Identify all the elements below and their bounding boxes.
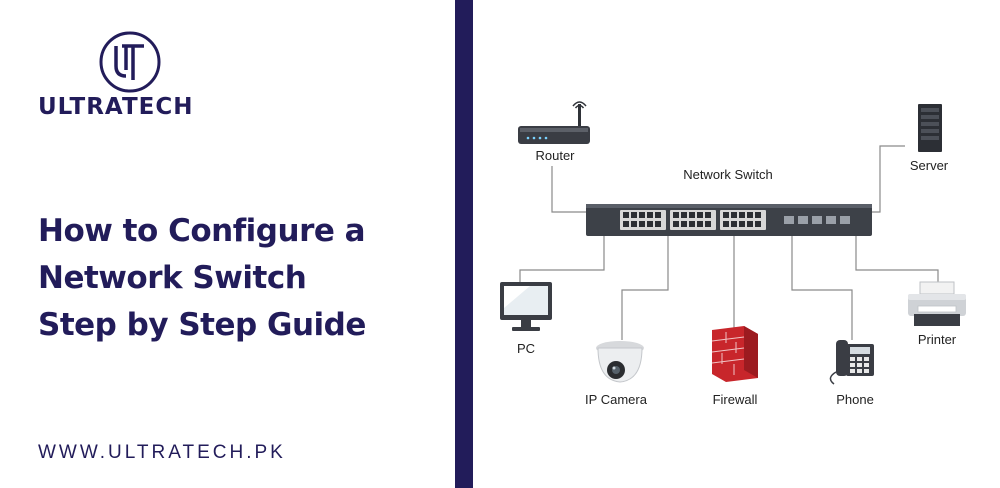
page-title: How to Configure a Network Switch Step b… — [38, 208, 448, 349]
monitor-icon — [500, 282, 552, 331]
line-pc — [519, 236, 605, 282]
dome-camera-icon — [596, 341, 644, 383]
server-label: Server — [910, 158, 949, 173]
desk-phone-icon — [829, 340, 874, 385]
ultratech-logo-icon — [99, 31, 161, 93]
divider-bar — [455, 0, 473, 488]
printer-icon — [908, 281, 966, 326]
printer-label: Printer — [918, 332, 957, 347]
website-link[interactable]: WWW.ULTRATECH.PK — [38, 442, 286, 463]
brand-name: ULTRATECH — [38, 94, 194, 120]
line-router — [551, 166, 586, 213]
firewall-label: Firewall — [713, 392, 758, 407]
switch-label: Network Switch — [683, 167, 773, 182]
camera-label: IP Camera — [585, 392, 648, 407]
line-printer — [855, 236, 939, 282]
line-server — [872, 145, 905, 213]
connection-lines — [519, 145, 939, 340]
phone-label: Phone — [836, 392, 874, 407]
brick-wall-icon — [711, 326, 758, 382]
title-line-3: Step by Step Guide — [38, 307, 366, 343]
title-line-2: Network Switch — [38, 260, 307, 296]
diagram-panel — [473, 0, 1000, 488]
router-icon — [518, 101, 590, 144]
left-panel: ULTRATECH How to Configure a Network Swi… — [0, 0, 455, 488]
line-camera — [621, 236, 669, 340]
pc-label: PC — [517, 341, 535, 356]
router-label: Router — [535, 148, 575, 163]
title-line-1: How to Configure a — [38, 213, 366, 249]
network-switch-icon — [586, 204, 872, 236]
server-icon — [918, 104, 942, 152]
line-phone — [791, 236, 853, 340]
